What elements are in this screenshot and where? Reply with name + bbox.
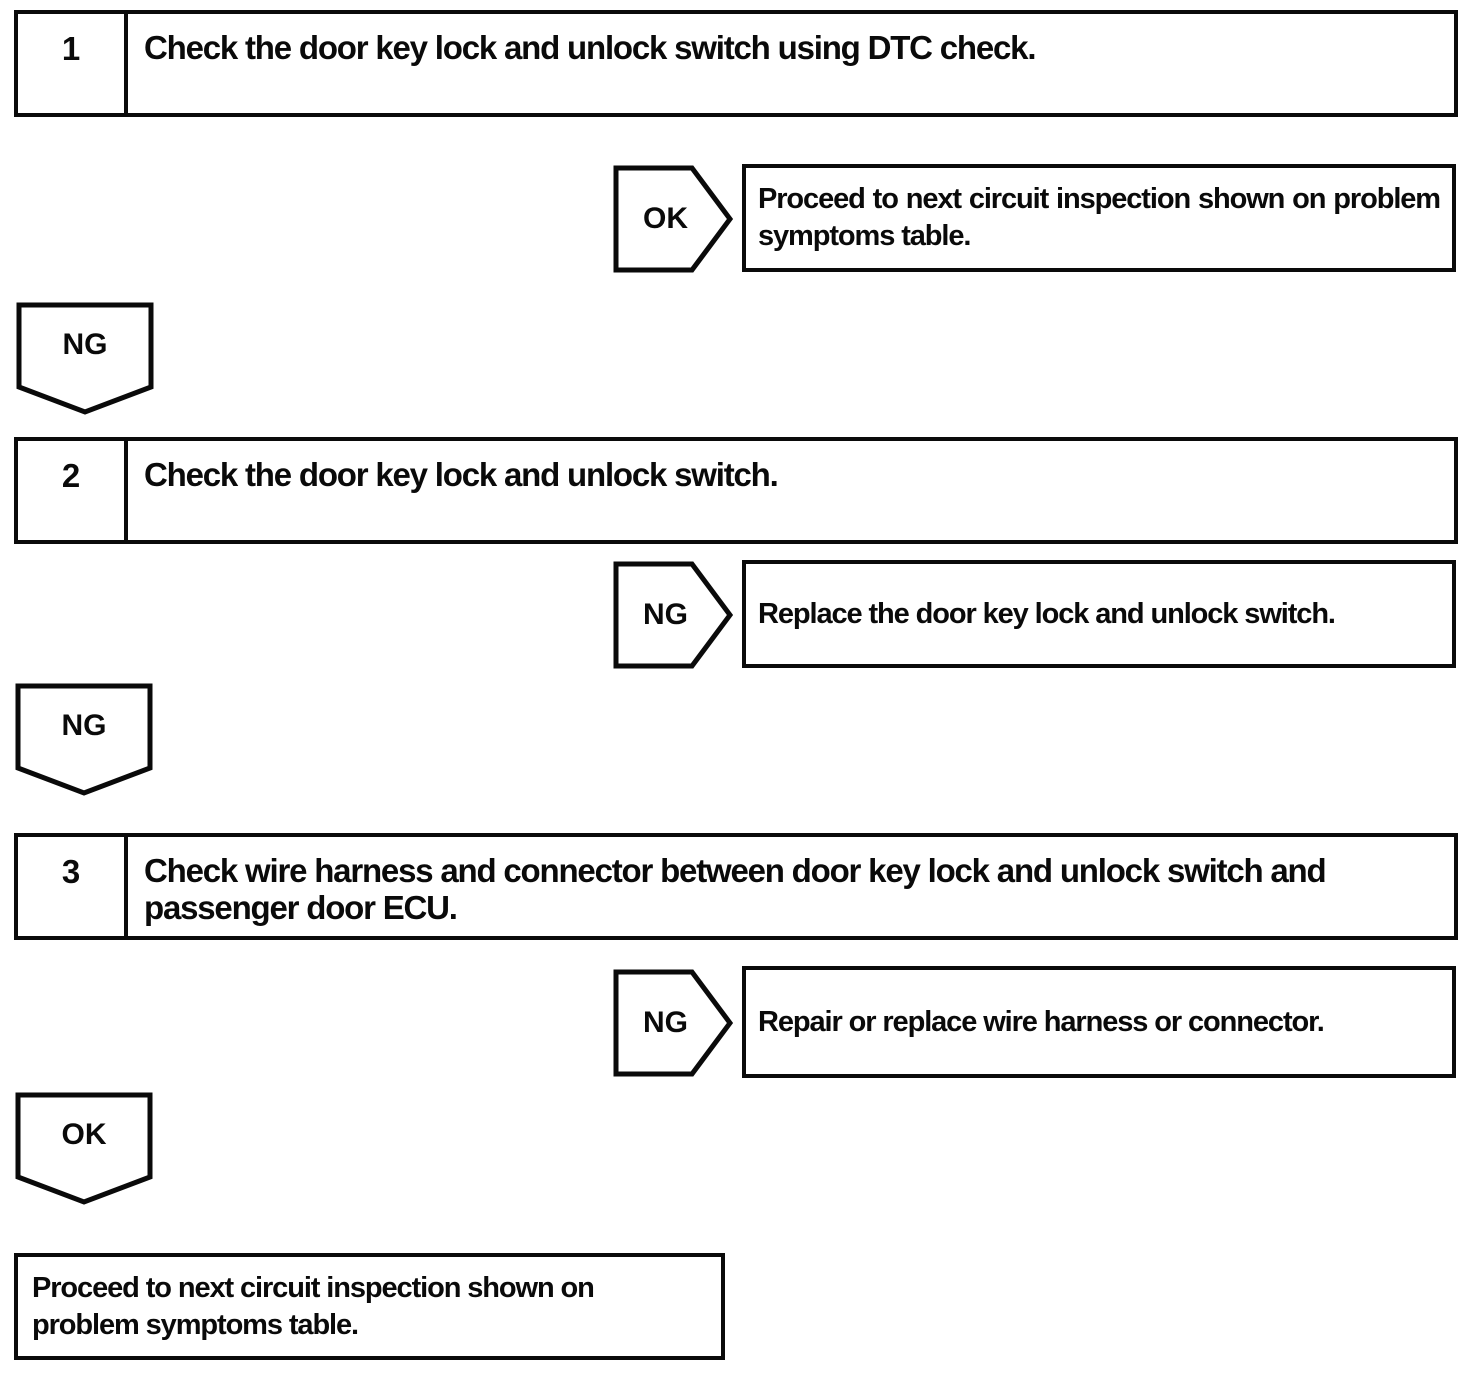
step-box-3: 3 Check wire harness and connector betwe… xyxy=(14,833,1458,940)
result-box-1: Proceed to next circuit inspection shown… xyxy=(742,164,1456,272)
step-title: Check the door key lock and unlock switc… xyxy=(144,29,1037,66)
branch-label: NG xyxy=(643,1006,688,1039)
result-box-2: Replace the door key lock and unlock swi… xyxy=(742,560,1456,668)
step-number: 2 xyxy=(18,441,128,540)
right-arrow-pentagon-icon xyxy=(613,969,733,1077)
down-arrow-pennant-icon xyxy=(15,683,153,796)
terminal-box: Proceed to next circuit inspection shown… xyxy=(14,1253,725,1360)
step-number: 3 xyxy=(18,837,128,936)
step-title: Check the door key lock and unlock switc… xyxy=(144,456,779,493)
ng-branch-arrow-1: NG xyxy=(613,561,733,669)
step-box-1: 1 Check the door key lock and unlock swi… xyxy=(14,10,1458,117)
ng-branch-arrow-2: NG xyxy=(613,969,733,1077)
branch-label: OK xyxy=(643,202,688,235)
ng-down-connector-1: NG xyxy=(16,302,154,415)
down-arrow-pennant-icon xyxy=(15,1092,153,1205)
connector-label: NG xyxy=(61,709,107,742)
result-text: Replace the door key lock and unlock swi… xyxy=(758,597,1336,630)
step-number: 1 xyxy=(18,14,128,113)
ok-branch-arrow: OK xyxy=(613,165,733,273)
connector-label: OK xyxy=(61,1118,107,1151)
step-title: Check wire harness and connector between… xyxy=(144,852,1327,926)
terminal-text: Proceed to next circuit inspection shown… xyxy=(32,1271,595,1341)
right-arrow-pentagon-icon xyxy=(613,561,733,669)
right-arrow-pentagon-icon xyxy=(613,165,733,273)
result-text: Repair or replace wire harness or connec… xyxy=(758,1005,1325,1038)
down-arrow-pennant-icon xyxy=(16,302,154,415)
step-box-2: 2 Check the door key lock and unlock swi… xyxy=(14,437,1458,544)
ng-down-connector-2: NG xyxy=(15,683,153,796)
result-box-3: Repair or replace wire harness or connec… xyxy=(742,966,1456,1078)
branch-label: NG xyxy=(643,598,688,631)
connector-label: NG xyxy=(62,328,108,361)
ok-down-connector: OK xyxy=(15,1092,153,1205)
result-text: Proceed to next circuit inspection shown… xyxy=(758,183,1441,252)
